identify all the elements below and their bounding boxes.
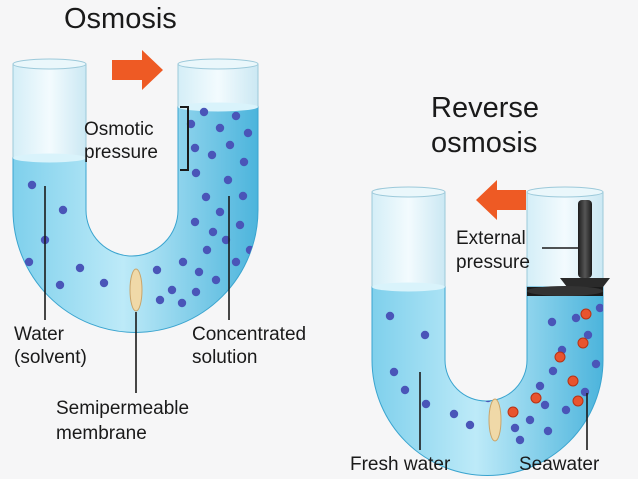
- osmotic-pressure-label-line1: Osmotic: [84, 119, 154, 140]
- right-tube-rim: [177, 58, 259, 70]
- osmosis-title: Osmosis: [64, 3, 177, 35]
- left-tube-rim: [12, 58, 87, 70]
- concentrated-label-line2: solution: [192, 347, 258, 368]
- osmosis-u-tube: [12, 58, 259, 333]
- osmosis-arrow-right-icon: [112, 50, 163, 90]
- right-water-surface: [178, 102, 258, 112]
- osmosis-water: [12, 106, 259, 333]
- external-pressure-label-line1: External: [456, 228, 526, 249]
- osmotic-pressure-bracket: [180, 106, 189, 171]
- water-label-line2: (solvent): [14, 347, 87, 368]
- water-label-line1: Water: [14, 324, 65, 345]
- osmosis-molecules: [24, 107, 255, 308]
- concentrated-label-line1: Concentrated: [192, 324, 306, 345]
- reverse-membrane: [488, 398, 502, 442]
- membrane-label-line1: Semipermeable: [56, 398, 189, 419]
- seawater-label: Seawater: [519, 454, 600, 475]
- left-tube-glass: [12, 63, 87, 159]
- fresh-water-label: Fresh water: [350, 454, 451, 475]
- right-tube-glass: [177, 63, 259, 108]
- membrane-label-line2: membrane: [56, 423, 147, 444]
- reverse-title-line2: osmosis: [431, 127, 537, 159]
- fresh-water-surface: [372, 282, 445, 292]
- reverse-arrow-left-icon: [476, 180, 526, 220]
- reverse-molecules: [385, 303, 603, 445]
- reverse-u-tube: [371, 186, 610, 476]
- left-water-surface: [13, 153, 86, 163]
- fresh-tube-glass: [371, 191, 446, 288]
- reverse-title-line1: Reverse: [431, 92, 539, 124]
- osmosis-membrane: [129, 268, 143, 312]
- piston-cap: [560, 278, 610, 287]
- piston-rod: [578, 200, 592, 278]
- external-pressure-label-line2: pressure: [456, 252, 530, 273]
- osmotic-pressure-label-line2: pressure: [84, 142, 158, 163]
- fresh-tube-rim: [371, 186, 446, 198]
- piston-plate-edge: [527, 286, 603, 296]
- sea-tube-rim: [526, 186, 604, 198]
